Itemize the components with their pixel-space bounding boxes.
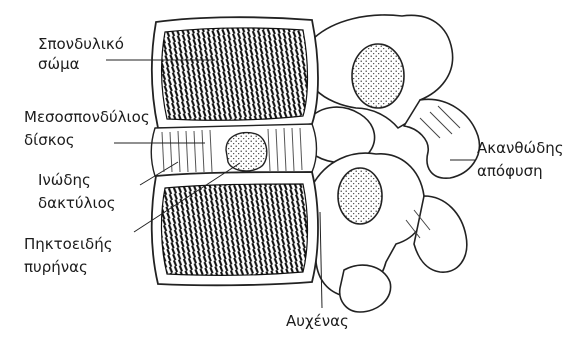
lower-vertebral-body: [152, 172, 318, 285]
label-intervertebral-disc-line1: Μεσοσπονδύλιος: [24, 107, 150, 127]
lower-facet-joint: [338, 168, 382, 224]
label-nucleus-pulposus-line1: Πηκτοειδής: [24, 234, 113, 254]
label-annulus-fibrosus-line1: Ινώδης: [38, 170, 91, 190]
nucleus-pulposus-drawing: [226, 133, 267, 171]
label-pedicle: Αυχένας: [286, 311, 349, 331]
label-intervertebral-disc-line2: δίσκος: [24, 130, 75, 150]
upper-spinous-process: [404, 99, 479, 178]
label-vertebral-body-line2: σώμα: [38, 54, 80, 74]
upper-facet-joint: [352, 44, 404, 108]
upper-vertebral-body: [152, 17, 318, 129]
label-spinous-process-line1: Ακανθώδης: [477, 138, 564, 158]
intervertebral-disc-drawing: [151, 124, 316, 176]
lower-inferior-facet: [340, 265, 391, 312]
lower-spinous-process: [414, 196, 467, 272]
label-spinous-process-line2: απόφυση: [477, 161, 543, 181]
label-nucleus-pulposus-line2: πυρήνας: [24, 257, 88, 277]
label-vertebral-body-line1: Σπονδυλικό: [38, 34, 124, 54]
posterior-elements: [308, 15, 479, 312]
label-annulus-fibrosus-line2: δακτύλιος: [38, 193, 116, 213]
